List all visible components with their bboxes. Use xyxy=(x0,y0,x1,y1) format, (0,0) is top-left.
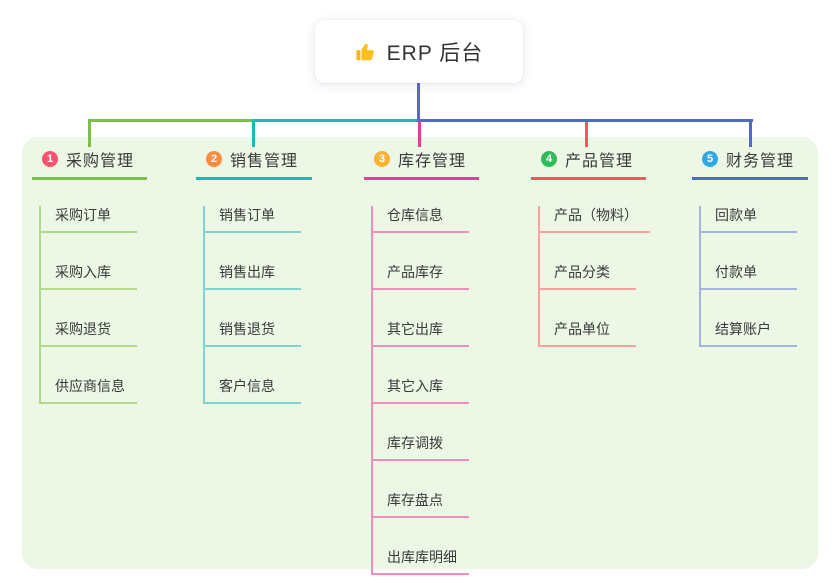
child-node[interactable]: 产品库存 xyxy=(373,263,469,290)
connector-h-line xyxy=(88,119,253,122)
child-node[interactable]: 采购订单 xyxy=(41,206,137,233)
child-node[interactable]: 采购退货 xyxy=(41,320,137,347)
branch-children: 采购订单采购入库采购退货供应商信息 xyxy=(39,206,147,404)
child-node[interactable]: 结算账户 xyxy=(701,320,797,347)
branch-label: 采购管理 xyxy=(66,152,135,170)
branch-header-4[interactable]: 4 产品管理 xyxy=(531,145,646,180)
root-connector-line xyxy=(417,83,420,122)
branch: 4 产品管理 产品（物料） 产品分类产品单位 xyxy=(531,145,650,347)
branch-children: 产品（物料） 产品分类产品单位 xyxy=(538,206,650,347)
branch-children: 销售订单销售出库销售退货客户信息 xyxy=(203,206,312,404)
child-node[interactable]: 销售订单 xyxy=(205,206,301,233)
connector-h-line xyxy=(420,119,753,122)
child-node[interactable]: 出库库明细 xyxy=(373,548,469,575)
root-node[interactable]: ERP 后台 xyxy=(315,20,523,83)
branch-header-5[interactable]: 5 财务管理 xyxy=(692,145,808,180)
connector-drop-line xyxy=(252,122,255,147)
child-node[interactable]: 付款单 xyxy=(701,263,797,290)
branch-header-1[interactable]: 1 采购管理 xyxy=(32,145,147,180)
child-node[interactable]: 产品（物料） xyxy=(540,206,650,233)
child-node[interactable]: 回款单 xyxy=(701,206,797,233)
child-node[interactable]: 供应商信息 xyxy=(41,377,137,404)
child-node[interactable]: 采购入库 xyxy=(41,263,137,290)
branch: 3 库存管理 仓库信息产品库存其它出库其它入库库存调拨库存盘点出库库明细 xyxy=(364,145,479,575)
child-node[interactable]: 库存调拨 xyxy=(373,434,469,461)
branches-panel xyxy=(22,137,818,569)
branch-header-3[interactable]: 3 库存管理 xyxy=(364,145,479,180)
connector-drop-line xyxy=(88,122,91,147)
thumbs-up-icon xyxy=(355,41,377,63)
connector-drop-line xyxy=(749,122,752,147)
branch-children: 回款单付款单结算账户 xyxy=(699,206,808,347)
branch-label: 库存管理 xyxy=(398,152,467,170)
branch-label: 销售管理 xyxy=(230,152,299,170)
child-node[interactable]: 产品分类 xyxy=(540,263,636,290)
root-title: ERP 后台 xyxy=(386,41,484,65)
child-node[interactable]: 销售出库 xyxy=(205,263,301,290)
branch-label: 财务管理 xyxy=(726,152,795,170)
child-node[interactable]: 库存盘点 xyxy=(373,491,469,518)
child-node[interactable]: 产品单位 xyxy=(540,320,636,347)
branch-index-badge: 4 xyxy=(541,150,557,167)
branch-header-2[interactable]: 2 销售管理 xyxy=(196,145,312,180)
connector-drop-line xyxy=(418,122,421,147)
child-node[interactable]: 客户信息 xyxy=(205,377,301,404)
branch: 5 财务管理 回款单付款单结算账户 xyxy=(692,145,808,347)
child-node[interactable]: 其它入库 xyxy=(373,377,469,404)
branch-children: 仓库信息产品库存其它出库其它入库库存调拨库存盘点出库库明细 xyxy=(371,206,479,575)
connector-drop-line xyxy=(585,122,588,147)
connector-h-line xyxy=(252,119,417,122)
branch-index-badge: 1 xyxy=(42,150,58,167)
branch: 1 采购管理 采购订单采购入库采购退货供应商信息 xyxy=(32,145,147,404)
branch-index-badge: 5 xyxy=(702,150,718,167)
child-node[interactable]: 其它出库 xyxy=(373,320,469,347)
branch: 2 销售管理 销售订单销售出库销售退货客户信息 xyxy=(196,145,312,404)
branch-index-badge: 3 xyxy=(374,150,390,167)
branch-label: 产品管理 xyxy=(565,152,634,170)
branch-index-badge: 2 xyxy=(206,150,222,167)
child-node[interactable]: 销售退货 xyxy=(205,320,301,347)
child-node[interactable]: 仓库信息 xyxy=(373,206,469,233)
